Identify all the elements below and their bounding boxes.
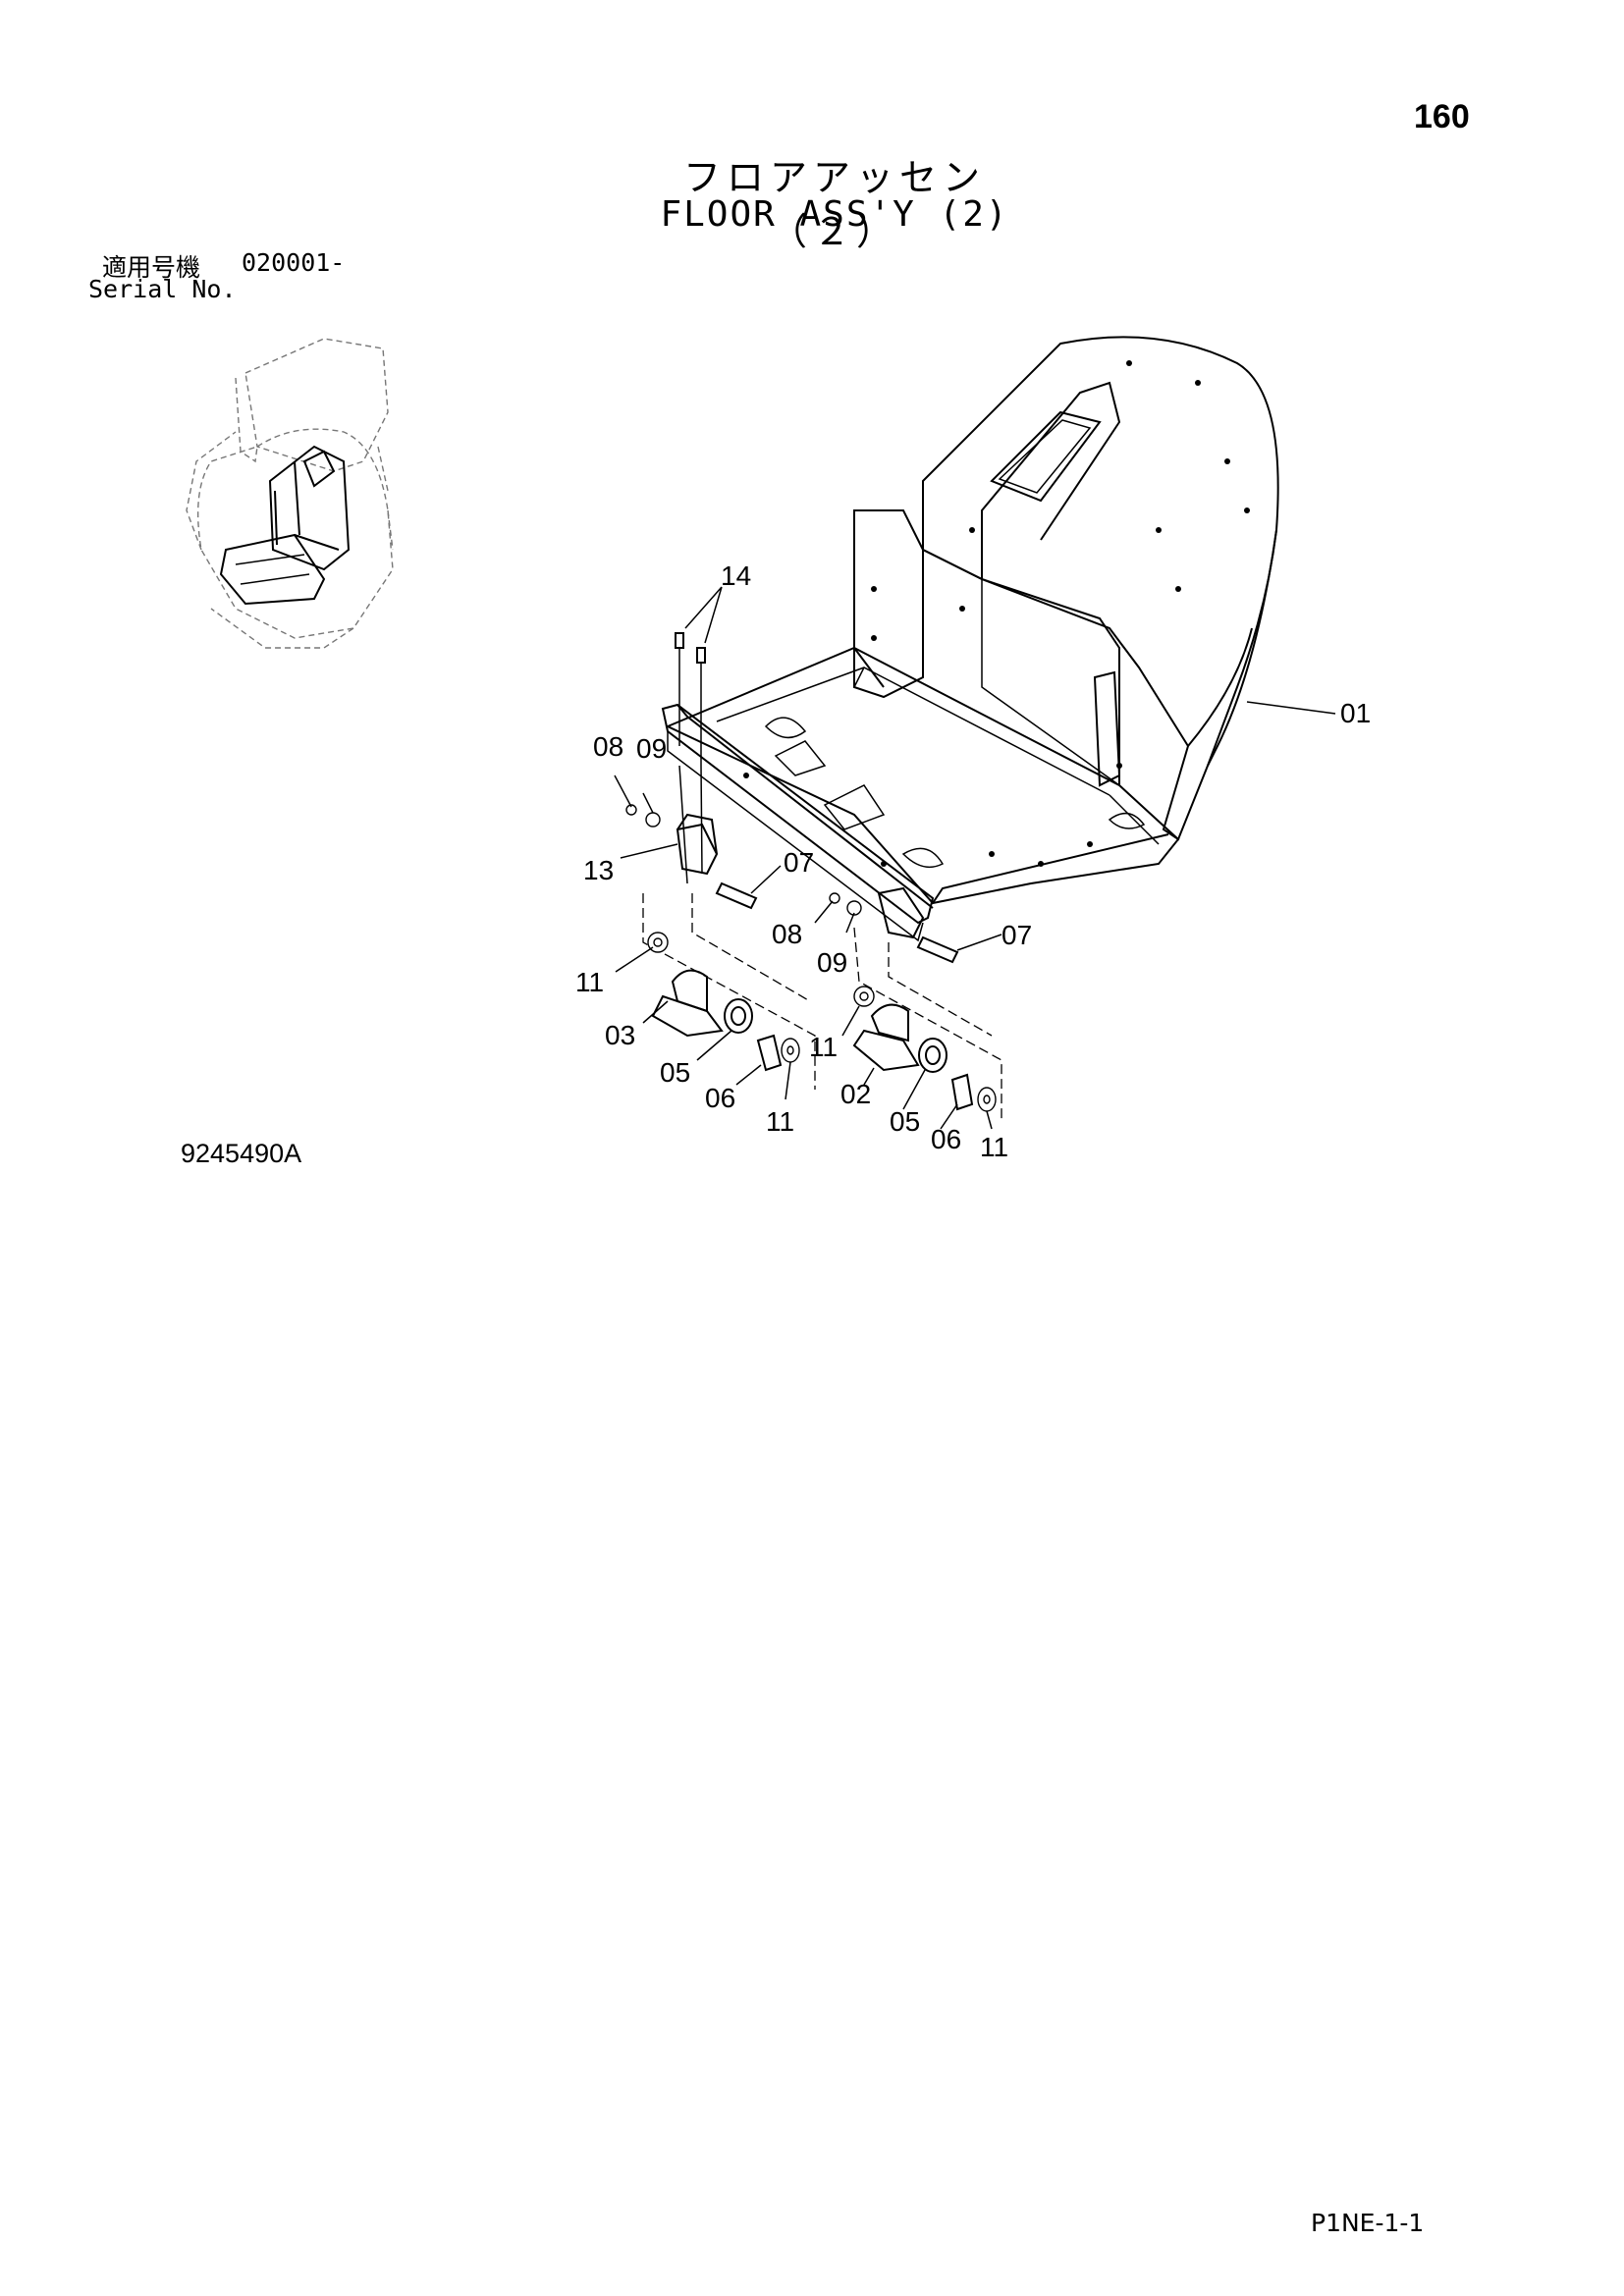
floor-assembly	[625, 336, 1279, 964]
callout-09-upper: 09	[636, 733, 667, 764]
callout-02: 02	[840, 1079, 871, 1109]
page-title-english: FLOOR ASS'Y (2)	[660, 194, 1009, 235]
callout-01: 01	[1340, 698, 1371, 728]
callout-03: 03	[605, 1020, 635, 1050]
leader-lines	[614, 586, 1336, 1130]
serial-label-japanese: 適用号機	[102, 253, 201, 282]
locator-highlight	[219, 445, 351, 606]
callout-08-upper: 08	[593, 731, 623, 762]
rivet-dots	[743, 360, 1250, 867]
page-number: 160	[1414, 98, 1470, 135]
callout-11-right: 11	[980, 1132, 1008, 1162]
callout-08-lower: 08	[772, 919, 802, 949]
callout-07-right: 07	[1001, 920, 1032, 950]
page-title-japanese: フロアアッセン（２）	[682, 156, 986, 253]
callout-05-left: 05	[660, 1057, 690, 1088]
exploded-mounts	[642, 765, 1002, 1119]
footer-code: P1NE-1-1	[1311, 2209, 1425, 2237]
callout-11-mid: 11	[809, 1032, 838, 1062]
callout-11-center: 11	[766, 1106, 794, 1137]
serial-label-english: Serial No.	[88, 275, 237, 303]
callout-13: 13	[583, 855, 614, 885]
callout-06-right: 06	[931, 1124, 961, 1154]
callout-labels: 14 01 08 09 13 07 08 09 07 11 03 05 06 1…	[575, 561, 1371, 1162]
callout-11-left: 11	[575, 967, 604, 997]
locator-thumbnail	[186, 338, 394, 649]
callout-07-left: 07	[784, 847, 814, 878]
callout-09-lower: 09	[817, 947, 847, 978]
callout-05-right: 05	[890, 1106, 920, 1137]
drawing-number: 9245490A	[181, 1139, 302, 1168]
callout-06-left: 06	[705, 1083, 735, 1113]
callout-14: 14	[721, 561, 751, 591]
serial-number: 020001-	[242, 248, 346, 277]
